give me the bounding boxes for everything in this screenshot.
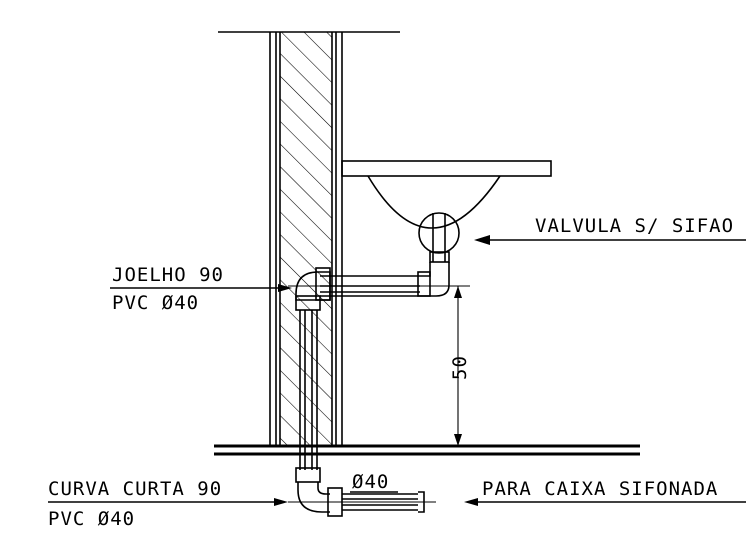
curve-leader — [48, 498, 288, 506]
outlet-pipe — [342, 491, 425, 513]
elbow-label-line2: PVC Ø40 — [112, 292, 199, 314]
valve-fitting — [418, 212, 460, 297]
wall — [269, 32, 343, 446]
floor-slab — [214, 444, 640, 456]
elbow-leader — [110, 284, 292, 292]
curve-label-line1: CURVA CURTA 90 — [48, 478, 222, 500]
valve-label: VALVULA S/ SIFAO — [535, 215, 734, 237]
elbow-label-line1: JOELHO 90 — [112, 264, 224, 286]
sink — [341, 160, 552, 229]
pipe-diameter-label: Ø40 — [352, 471, 389, 493]
destination-leader — [464, 498, 746, 506]
vertical-drop-pipe — [299, 310, 318, 470]
dimension-label: 50 — [449, 355, 471, 380]
elbow-90-fitting — [295, 267, 331, 311]
destination-label: PARA CAIXA SIFONADA — [482, 478, 718, 500]
curve-label-line2: PVC Ø40 — [48, 508, 135, 530]
valve-leader — [474, 235, 746, 245]
short-curve-fitting — [295, 467, 343, 517]
dimension-50 — [454, 286, 462, 446]
